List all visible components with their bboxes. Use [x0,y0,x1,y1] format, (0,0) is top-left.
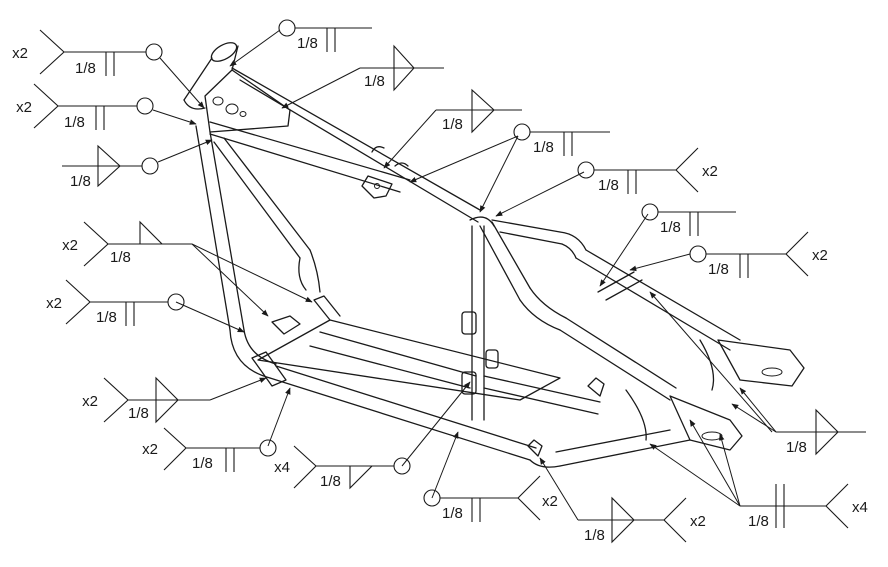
backbone-tube [231,67,481,223]
weld-size-label: 1/8 [297,35,318,52]
weld-size-label: 1/8 [660,219,681,236]
weld-qty-label: x2 [16,99,32,116]
weld-qty-group: x2 x2 [542,493,706,530]
weld-qty-label: x2 [82,393,98,410]
weld-symbol: x2 1/8 [142,427,277,472]
weld-symbol: 1/8 [641,203,736,236]
weld-size-label: 1/8 [598,177,619,194]
weld-symbol: 1/8 [436,88,522,134]
weld-symbol: 1/8 x2 [689,231,828,278]
rear-upper-rails [479,219,741,401]
weld-size-label: 1/8 [96,309,117,326]
weld-size-label: 1/8 [748,513,769,530]
backbone-tab [361,175,393,199]
weld-symbol: 1/8 x4 [740,483,868,530]
weld-qty-label: x2 [62,237,78,254]
rear-dropouts [625,339,805,451]
weld-size-label: 1/8 [110,249,131,266]
weld-qty-label: x2 [690,513,706,530]
weld-qty-label: x2 [12,45,28,62]
weld-size-label: 1/8 [75,60,96,77]
weld-qty-label: x2 [142,441,158,458]
weld-symbol: 1/8 [62,144,159,190]
weld-size-label: 1/8 [320,473,341,490]
weld-symbol: 1/8 [513,123,610,156]
weld-symbol: x2 1/8 [82,376,210,424]
neck-tube [183,42,239,110]
weld-size-label: 1/8 [442,116,463,133]
weld-qty-label: x2 [46,295,62,312]
weld-symbol: 1/8 [578,496,687,544]
weld-size-label: 1/8 [584,527,605,544]
frame-geometry [183,42,805,468]
weld-qty-label: x4 [274,459,290,476]
weld-qty-label: x4 [852,499,868,516]
weld-size-label: 1/8 [786,439,807,456]
weld-qty-label: x2 [702,163,718,180]
weld-size-label: 1/8 [442,505,463,522]
weld-size-label: 1/8 [364,73,385,90]
lower-cradle [251,295,691,468]
weld-qty-label: x2 [542,493,558,510]
weld-qty-label: x2 [812,247,828,264]
weld-size-label: 1/8 [128,405,149,422]
leader-lines [152,29,777,521]
weld-size-label: 1/8 [533,139,554,156]
weld-symbol: x4 1/8 [274,445,411,490]
weld-size-label: 1/8 [192,455,213,472]
down-tubes [195,125,321,379]
weld-symbol: 1/8 [423,475,541,522]
weld-symbol: x2 1/8 [12,29,163,77]
weld-symbol: x2 1/8 [16,83,154,131]
weld-symbol: 1/8 [776,408,866,456]
weld-symbol: x2 1/8 [46,279,185,326]
lower-top-rail [209,121,411,193]
weld-symbol: 1/8 [278,19,372,52]
neck-gusset [204,69,291,133]
weld-size-label: 1/8 [70,173,91,190]
weld-symbol: x2 1/8 [62,220,192,267]
weld-symbol: 1/8 [360,44,444,92]
weld-size-label: 1/8 [708,261,729,278]
weld-symbol: 1/8 x2 [577,147,718,194]
weld-symbols: x2 1/8 x2 1/8 1/8 1/8 [12,19,868,544]
weld-size-label: 1/8 [64,114,85,131]
